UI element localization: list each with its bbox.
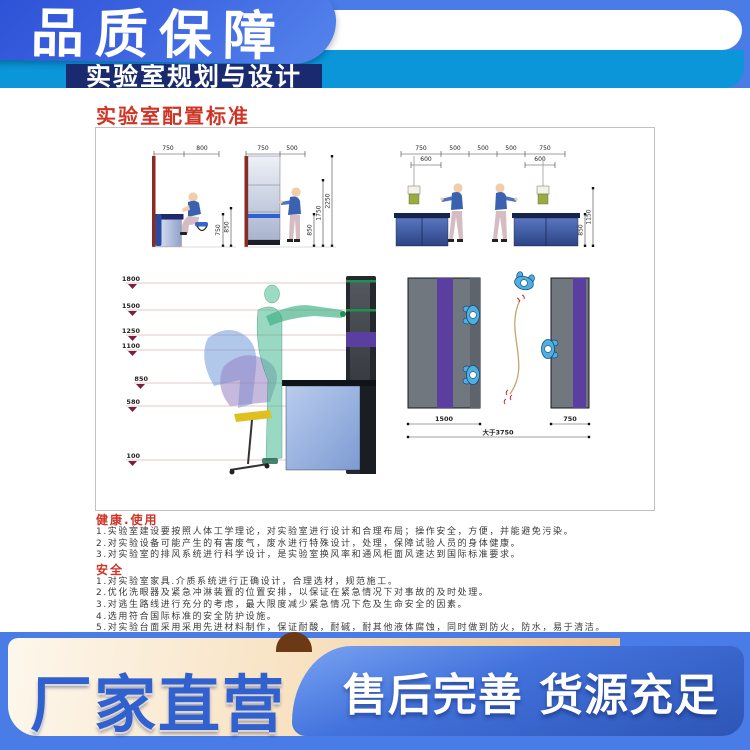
dim-label: 850: [578, 224, 585, 236]
left-fixture: [408, 193, 420, 205]
wall: [244, 156, 248, 247]
dim-label: 750: [215, 224, 222, 236]
ribbon-curl: [276, 632, 312, 652]
walking-path: [509, 299, 521, 395]
desk-top: [282, 380, 376, 386]
safety-section-title: 安全: [96, 562, 125, 577]
height-label: 100: [126, 452, 140, 460]
dim-label: 750: [415, 145, 427, 152]
seated-person: [180, 192, 208, 235]
left-standing-person: [440, 183, 463, 242]
office-chair: [229, 410, 272, 475]
dim-label: 750: [162, 145, 174, 152]
dim-label: 750: [563, 415, 577, 423]
height-label: 850: [134, 375, 148, 383]
dim-label: 750: [257, 145, 269, 152]
header-banner: 品质保障 实验室规划与设计: [0, 0, 750, 88]
safety-item: 4.选用符合国际标准的安全防护设施。: [96, 611, 278, 622]
seated-figure-purple: [220, 355, 277, 406]
height-label: 1250: [122, 327, 141, 335]
diagram-plan-view: 1500 750 大于3750: [406, 271, 591, 439]
footer-banner: 厂家直营 售后完善 货源充足: [0, 632, 750, 750]
height-label: 580: [126, 398, 140, 406]
header-white-stripe: [305, 10, 742, 50]
height-label: 1800: [122, 275, 141, 283]
notes-section: 健康.使用 1.实验室建设要按照人体工学理论，对实验室进行设计和合理布局；操作安…: [96, 512, 652, 635]
plan-person: [541, 339, 559, 359]
subtitle-bar: 实验室规划与设计: [66, 64, 322, 88]
bench-top: [155, 214, 184, 220]
wall: [152, 156, 156, 247]
right-bench-top: [512, 213, 580, 218]
dim-label: 850: [307, 224, 314, 236]
lab-standards-diagram: 750 800 750 850: [122, 145, 595, 475]
diagram-tall-cabinet: 750 500 850: [244, 145, 336, 248]
after-sales-panel: 售后完善 货源充足: [292, 646, 744, 736]
diagram-double-bench: 750 500 500 500 750 600 600: [394, 145, 595, 247]
after-sales-text: 售后完善 货源充足: [342, 670, 720, 721]
dim-label: 500: [286, 145, 298, 152]
safety-item: 1.对实验室家具.介质系统进行正确设计，合理选材，规范施工。: [96, 576, 399, 587]
dim-label: 2250: [325, 193, 332, 208]
height-label: 1500: [122, 302, 141, 310]
health-item: 1.实验室建设要按照人体工学理论，对实验室进行设计和合理布局；操作安全，方便，并…: [96, 527, 575, 537]
dim-label: 800: [196, 145, 208, 152]
dim-label: 500: [505, 145, 517, 152]
subtitle-text: 实验室规划与设计: [85, 64, 302, 88]
plan-person: [462, 305, 480, 325]
dim-label: 500: [477, 145, 489, 152]
factory-direct-text: 厂家直营: [30, 668, 287, 741]
diagram-panel: 750 800 750 850: [95, 127, 655, 511]
standing-person: [279, 187, 301, 242]
left-bench-top: [394, 213, 450, 218]
right-standing-person: [492, 183, 518, 242]
standing-figure-green: [256, 284, 346, 464]
safety-item: 2.优化洗眼器及紧急冲淋装置的位置安排，以保证在紧急情况下对事故的及时处理。: [96, 588, 490, 599]
dim-label: 大于3750: [482, 428, 514, 437]
safety-item: 5.对实验台面采用采用先进材料制作，保证耐酸，耐碱，耐其他液体腐蚀，同时做到防火…: [96, 623, 606, 634]
right-fixture: [537, 193, 549, 205]
dim-label: 600: [420, 156, 432, 163]
dim-label: 850: [224, 221, 231, 233]
health-section-title: 健康.使用: [96, 513, 159, 527]
footprints: [503, 294, 525, 405]
dim-label: 1750: [316, 205, 323, 220]
dim-label: 500: [449, 145, 461, 152]
dim-label: 1150: [586, 209, 593, 224]
diagram-seated-bench: 750 800 750 850: [152, 145, 236, 248]
safety-item: 3.对逃生路线进行充分的考虑，最大限度减少紧急情况下危及生命安全的因素。: [96, 599, 469, 610]
health-item: 3.对实验室的排风系统进行科学设计，是实验室换风率和通风柜面风速达到国际标准要求…: [96, 550, 522, 561]
diagram-ergonomic-heights: 1800 1500 1250 1100 850 580 100: [122, 275, 376, 475]
quality-ribbon: 品质保障: [0, 0, 337, 68]
plan-person: [462, 365, 480, 385]
dim-label: 1500: [435, 415, 454, 423]
height-label: 1100: [122, 342, 141, 350]
cabinet: [247, 155, 281, 241]
dim-label: 600: [534, 156, 546, 163]
health-item: 2.对实验设备可能产生的有害废气，废水进行特殊设计，处理，保障试验人员的身体健康…: [96, 538, 522, 549]
plan-person-walking: [514, 271, 535, 291]
desk: [285, 385, 361, 471]
section-title: 实验室配置标准: [96, 104, 250, 128]
dim-label: 750: [539, 145, 551, 152]
quality-ribbon-title: 品质保障: [30, 3, 288, 68]
